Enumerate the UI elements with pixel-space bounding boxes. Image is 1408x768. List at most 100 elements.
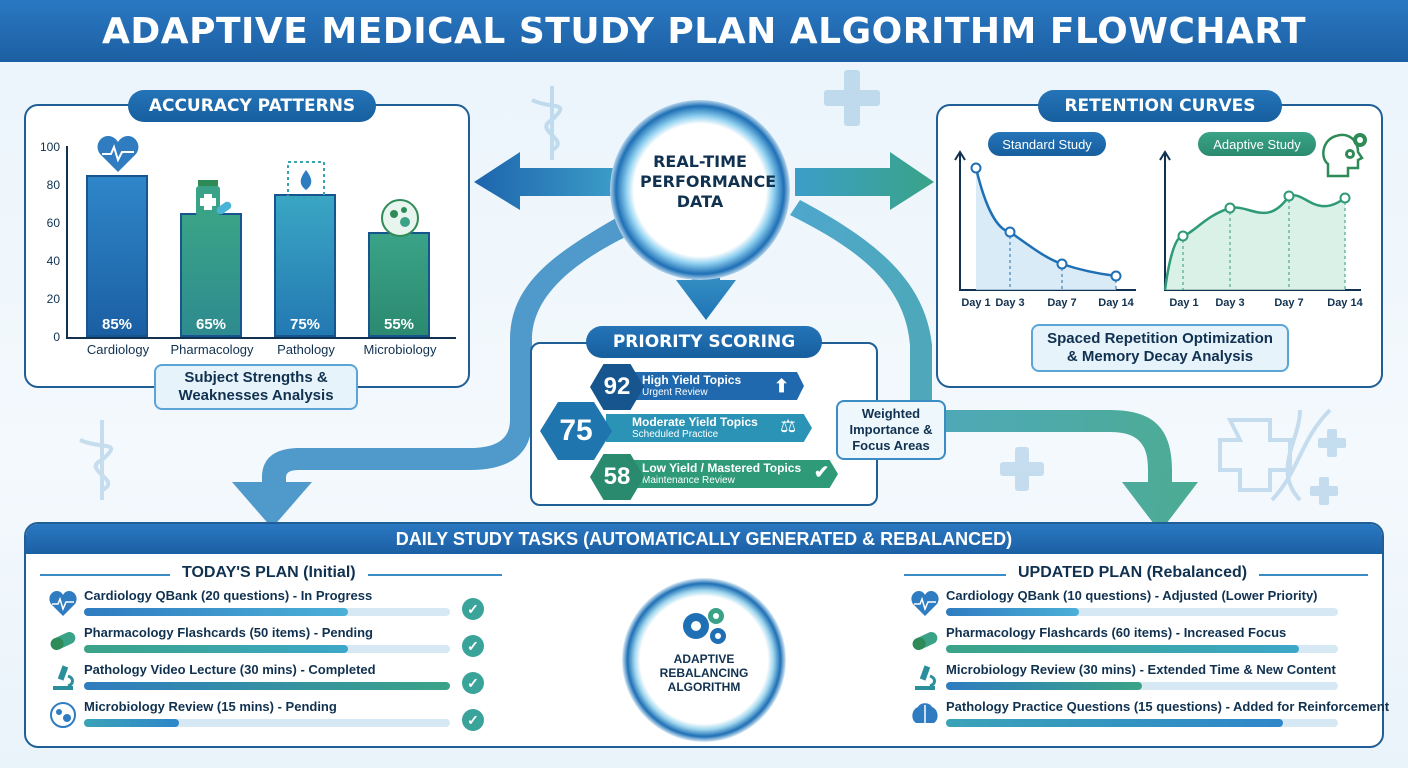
bar-value-label: 85%: [101, 316, 133, 333]
priority-sub: Maintenance Review: [642, 475, 735, 486]
heart-icon: [97, 136, 139, 172]
check-icon[interactable]: ✓: [462, 635, 484, 657]
check-icon[interactable]: ✓: [462, 672, 484, 694]
bar-pathology: [274, 193, 336, 337]
pill-icon: [48, 627, 78, 655]
task-progress-fill: [84, 682, 450, 690]
priority-label: Moderate Yield Topics: [632, 415, 758, 429]
bar-cardiology: [86, 174, 148, 337]
rebalancing-algorithm-hub: [622, 578, 786, 742]
priority-high: High Yield Topics Urgent Review: [628, 372, 804, 400]
priority-label: Low Yield / Mastered Topics: [642, 461, 802, 475]
strengths-analysis-box: Subject Strengths & Weaknesses Analysis: [154, 364, 358, 410]
task-label: Pharmacology Flashcards (50 items) - Pen…: [84, 625, 373, 640]
realtime-data-text: REAL-TIME PERFORMANCE DATA: [640, 152, 777, 211]
y-tick: 40: [46, 254, 60, 268]
page-title: ADAPTIVE MEDICAL STUDY PLAN ALGORITHM FL…: [101, 10, 1307, 52]
microbe-icon: [48, 701, 78, 729]
daily-header-bar: [26, 524, 1382, 554]
task-progress-track: [84, 682, 450, 690]
priority-sub: Scheduled Practice: [632, 429, 719, 440]
task-progress-track: [946, 682, 1338, 690]
bar-value-label: 65%: [195, 316, 227, 333]
x-axis: [66, 337, 456, 339]
brain-gear-icon: [1322, 133, 1367, 178]
priority-label: High Yield Topics: [642, 373, 742, 387]
day-tick: Day 14: [1327, 297, 1363, 309]
microscope-icon: [910, 664, 940, 692]
adaptive-retention-curve: [1159, 150, 1361, 291]
microbe-icon: [381, 199, 419, 237]
category-label: Microbiology: [363, 342, 437, 357]
task-progress-fill: [946, 682, 1142, 690]
task-progress-track: [84, 719, 450, 727]
day-tick: Day 3: [995, 297, 1025, 309]
spaced-repetition-box: Spaced Repetition Optimization & Memory …: [1031, 324, 1289, 372]
task-label: Microbiology Review (30 mins) - Extended…: [946, 662, 1336, 677]
day-tick: Day 7: [1274, 297, 1304, 309]
heart-icon: [910, 590, 940, 618]
task-progress-fill: [84, 719, 180, 727]
standard-study-label: Standard Study: [988, 132, 1106, 156]
day-tick: Day 1: [1169, 297, 1199, 309]
standard-retention-curve: [954, 150, 1136, 291]
gears-icon: [683, 608, 726, 644]
check-icon[interactable]: ✓: [462, 598, 484, 620]
task-label: Pathology Practice Questions (15 questio…: [946, 699, 1390, 714]
priority-title: PRIORITY SCORING: [586, 326, 822, 358]
task-label: Pathology Video Lecture (30 mins) - Comp…: [84, 662, 376, 677]
updated-task-row: Pharmacology Flashcards (60 items) - Inc…: [906, 625, 1386, 659]
category-label: Pathology: [277, 342, 335, 357]
pill-icon: [910, 627, 940, 655]
bar-pharmacology: [180, 212, 242, 337]
decor-icons: [79, 70, 1346, 505]
accuracy-title: ACCURACY PATTERNS: [128, 90, 376, 122]
day-tick: Day 3: [1215, 297, 1245, 309]
category-label: Cardiology: [86, 342, 150, 357]
checkmark-icon: ✔: [814, 462, 830, 482]
y-tick: 60: [46, 216, 60, 230]
daily-title: DAILY STUDY TASKS (AUTOMATICALLY GENERAT…: [395, 529, 1013, 549]
priority-low: Low Yield / Mastered Topics Maintenance …: [628, 460, 838, 488]
task-progress-fill: [84, 645, 348, 653]
task-progress-track: [946, 719, 1338, 727]
algorithm-text: ADAPTIVE REBALANCING ALGORITHM: [659, 652, 749, 694]
arrow-curve-left: [232, 210, 640, 528]
pill-bottle-icon: [196, 180, 232, 216]
y-tick: 100: [39, 140, 60, 154]
task-label: Pharmacology Flashcards (60 items) - Inc…: [946, 625, 1287, 640]
y-tick: 20: [46, 292, 60, 306]
arrow-up-icon: ⬆: [774, 376, 790, 396]
today-title: TODAY'S PLAN (Initial): [170, 564, 368, 582]
arrow-left-to-accuracy: [474, 152, 625, 210]
header-banner: ADAPTIVE MEDICAL STUDY PLAN ALGORITHM FL…: [0, 0, 1408, 62]
task-label: Cardiology QBank (10 questions) - Adjust…: [946, 588, 1318, 603]
priority-sub: Urgent Review: [642, 387, 708, 398]
weighted-importance-box: Weighted Importance & Focus Areas: [836, 400, 946, 460]
check-icon[interactable]: ✓: [462, 709, 484, 731]
y-tick: 80: [46, 178, 60, 192]
updated-title: UPDATED PLAN (Rebalanced): [1006, 564, 1260, 582]
task-label: Microbiology Review (15 mins) - Pending: [84, 699, 337, 714]
updated-task-row: Cardiology QBank (10 questions) - Adjust…: [906, 588, 1386, 622]
today-task-row: Microbiology Review (15 mins) - Pending ✓: [44, 699, 498, 733]
scales-icon: ⚖: [780, 416, 797, 436]
accuracy-chart: 100 80 60 40 20 0 85% 65% 75% 55%: [36, 140, 456, 360]
microscope-icon: [287, 161, 325, 199]
brain-icon: [910, 701, 940, 729]
task-label: Cardiology QBank (20 questions) - In Pro…: [84, 588, 373, 603]
task-progress-fill: [946, 719, 1284, 727]
task-progress-track: [946, 645, 1338, 653]
bar-microbiology: [368, 231, 430, 337]
microscope-icon: [48, 664, 78, 692]
retention-title: RETENTION CURVES: [1038, 90, 1282, 122]
task-progress-fill: [946, 608, 1080, 616]
arrow-right-to-retention: [795, 152, 934, 210]
y-tick: 0: [53, 330, 60, 344]
today-task-row: Cardiology QBank (20 questions) - In Pro…: [44, 588, 498, 622]
bar-value-label: 55%: [383, 316, 415, 333]
category-label: Pharmacology: [170, 342, 254, 357]
bar-value-label: 75%: [289, 316, 321, 333]
today-task-row: Pathology Video Lecture (30 mins) - Comp…: [44, 662, 498, 696]
task-progress-track: [946, 608, 1338, 616]
